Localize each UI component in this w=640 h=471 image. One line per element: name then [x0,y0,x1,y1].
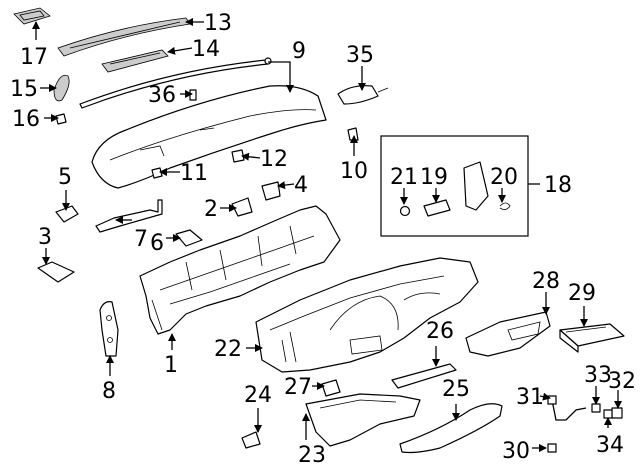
callout-16: 16 [12,107,40,132]
part-19-shaft [423,199,451,217]
callout-25: 25 [442,377,470,402]
callout-17: 17 [20,45,48,70]
callout-2: 2 [204,197,218,222]
callout-5: 5 [58,165,72,190]
part-24-clip [241,431,261,449]
callout-24: 24 [244,383,272,408]
part-14-grille [101,49,169,73]
callout-19: 19 [420,165,448,190]
callout-18: 18 [544,173,572,198]
part-28-knee-panel [465,311,551,357]
callout-7: 7 [134,227,148,252]
part-32-plug [611,407,623,419]
part-6-bracket [175,229,203,247]
callout-8: 8 [102,379,116,404]
part-1-carrier-frame [139,205,341,335]
part-22-instrument-panel [255,257,479,373]
part-4-bracket [261,181,281,201]
dash-top-panel [91,85,327,189]
callout-9: 9 [292,39,306,64]
part-34-plug [603,409,613,419]
part-9-upper-trim [79,57,272,109]
leader-lines [32,18,622,452]
callout-36: 36 [148,83,176,108]
callout-23: 23 [298,443,326,468]
part-13-defroster-grille [57,17,191,57]
part-18-group-box [380,135,529,237]
part-30-connector [547,443,557,453]
part-7-brace [95,199,163,233]
part-26-trim-strip [391,363,457,389]
part-21-washer [399,205,411,217]
part-11-clip [151,167,163,179]
part-31-wiring [551,399,587,421]
callout-15: 15 [10,77,38,102]
callout-1: 1 [164,353,178,378]
part-5-bracket [55,205,79,223]
callout-29: 29 [568,281,596,306]
part-29-module [559,323,625,353]
part-36-fastener [189,89,197,101]
part-16-clip [55,113,67,125]
callout-6: 6 [150,231,164,256]
callout-27: 27 [284,375,312,400]
callout-3: 3 [38,225,52,250]
callout-21: 21 [390,165,418,190]
callout-12: 12 [260,147,288,172]
callout-33: 33 [584,363,612,388]
callout-14: 14 [192,37,220,62]
part-25-lower-trim [399,403,503,454]
callout-22: 22 [214,337,242,362]
callout-10: 10 [340,159,368,184]
callout-20: 20 [490,165,518,190]
part-15-side-vent [53,74,70,102]
part-8-side-bracket [99,301,119,357]
part-27-clip [321,379,341,397]
part-17-pad [13,7,51,25]
part-33-plug [591,403,601,413]
callout-26: 26 [426,319,454,344]
callout-4: 4 [294,173,308,198]
callout-34: 34 [596,433,624,458]
callout-30: 30 [502,439,530,464]
part-10-clip [347,127,359,141]
callout-11: 11 [180,161,208,186]
part-3-bracket [37,261,75,283]
callout-28: 28 [532,269,560,294]
part-23-glovebox [305,393,421,447]
callout-35: 35 [346,43,374,68]
callout-32: 32 [608,369,636,394]
part-20-spring-clip [499,202,511,210]
part-35-sensor [337,85,389,105]
callout-13: 13 [204,11,232,36]
callout-numbers: 17 13 14 15 16 36 9 35 10 11 12 4 2 5 7 … [10,11,636,468]
part-18-knob-plate [463,161,489,211]
part-2-bracket [231,197,253,217]
callout-31: 31 [516,385,544,410]
